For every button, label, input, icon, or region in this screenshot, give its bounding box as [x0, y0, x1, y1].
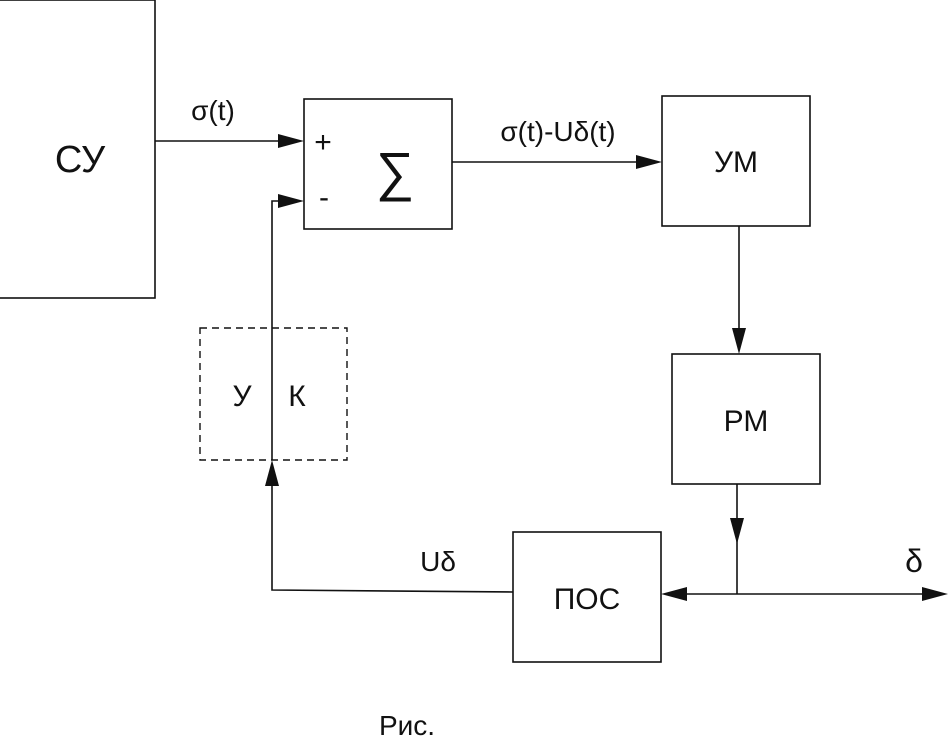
summator-symbol: ∑ — [376, 142, 415, 202]
pos-block — [512, 531, 662, 663]
pos-input-arrowhead — [661, 587, 687, 601]
rm-output-arrowhead — [730, 518, 744, 544]
su-label: СУ — [55, 139, 106, 181]
summator-block — [303, 98, 453, 230]
minus-input-wire — [271, 200, 284, 328]
uk-block — [199, 327, 348, 461]
um-block — [661, 95, 811, 227]
minus-input-arrowhead — [278, 194, 304, 208]
sigma-label: σ(t) — [191, 95, 235, 126]
feedback-uk-arrowhead — [265, 460, 279, 486]
sigma-arrowhead — [278, 134, 304, 148]
figure-caption: Рис. — [379, 710, 435, 741]
uk-right-label: К — [288, 380, 306, 413]
pos-label: ПОС — [554, 583, 621, 616]
output-label: δ — [905, 543, 923, 579]
error-label: σ(t)-Uδ(t) — [500, 116, 615, 147]
um-label: УМ — [714, 146, 758, 179]
error-arrowhead — [636, 155, 662, 169]
um-rm-arrowhead — [732, 328, 746, 354]
summator-minus-sign: - — [319, 181, 329, 214]
output-arrowhead — [922, 587, 948, 601]
feedback-label: Uδ — [420, 546, 456, 577]
summator-plus-sign: + — [314, 126, 332, 159]
su-block — [0, 0, 156, 299]
rm-block — [671, 353, 821, 485]
feedback-wire — [271, 480, 514, 593]
rm-label: РМ — [724, 405, 769, 438]
uk-left-label: У — [232, 380, 252, 413]
